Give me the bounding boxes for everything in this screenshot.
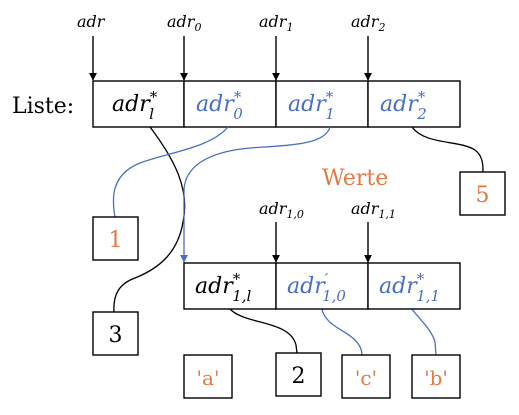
length-box-3 [92,311,139,356]
wire-length-outer [113,126,186,313]
wire-adr2-to-5 [411,126,484,173]
length-boxes: 3 2 [92,311,322,397]
value-a-text: 'a' [197,366,220,390]
inner-list: adr*1,l adr′1,0 adr*1,1 [183,262,461,310]
value-box-a [183,354,233,399]
value-b-text: 'b' [424,366,448,390]
inner-cell-l-text: adr*1,l [195,270,252,305]
adr11-label: adr1,1 [351,199,396,221]
value-box-5 [459,171,506,216]
list-label: Liste: [12,94,74,119]
value-c-text: 'c' [355,366,377,390]
outer-cell-l-text: adr*l [112,88,158,123]
value-5-text: 5 [476,183,490,208]
address-labels-top: adr adr0 adr1 adr2 [77,12,385,34]
outer-cell-0-text: adr*0 [196,88,243,123]
outer-cell-l [92,80,185,128]
address-arrows-top [89,36,372,81]
outer-cell-1-text: adr*1 [288,88,335,123]
wire-adr1-to-inner [180,126,331,263]
adr2-label: adr2 [351,12,385,34]
wire-adr11-to-b [411,308,437,356]
adr10-label: adr1,0 [259,199,304,221]
wire-length-inner [229,308,298,354]
inner-cell-1 [367,262,461,310]
connections [112,126,484,356]
value-box-1 [92,216,139,261]
length-2-text: 2 [292,364,306,389]
outer-list: adr*l adr*0 adr*1 adr*2 [92,80,461,128]
wire-adr10-to-c [321,308,363,356]
outer-cell-1 [275,80,369,128]
outer-cell-2 [367,80,461,128]
value-boxes: 1 5 'a' 'c' 'b' [92,171,506,399]
wire-adr0-to-1 [112,126,229,218]
inner-cell-l [183,262,277,310]
inner-cell-1-text: adr*1,1 [379,270,440,305]
values-heading: Werte [322,166,388,191]
adr1-label: adr1 [259,12,293,34]
adr-label: adr [77,12,106,31]
value-box-c [341,354,391,399]
length-box-2 [275,352,322,397]
length-3-text: 3 [109,323,123,348]
outer-cell-2-text: adr*2 [380,88,427,123]
adr0-label: adr0 [167,12,201,34]
address-labels-inner: adr1,0 adr1,1 [259,199,396,263]
value-box-b [411,354,461,399]
outer-cell-0 [183,80,277,128]
inner-cell-0-text: adr′1,0 [287,270,346,305]
value-1-text: 1 [109,228,123,253]
